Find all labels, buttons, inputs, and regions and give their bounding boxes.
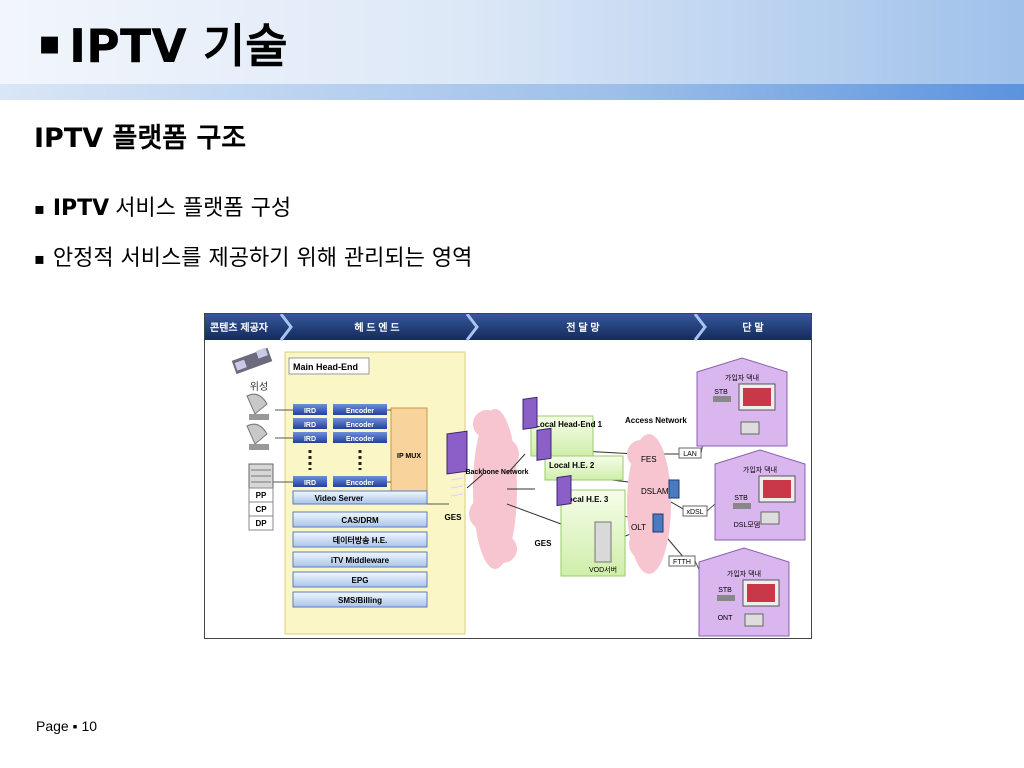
bullet-list: ▪ IPTV 서비스 플랫폼 구성 ▪ 안정적 서비스를 제공하기 위해 관리되…: [34, 184, 472, 284]
system-blocks: CAS/DRM 데이터방송 H.E. iTV Middleware EPG SM…: [292, 511, 428, 608]
access-node-olt: OLT: [631, 523, 646, 532]
bullet-marker: ▪: [34, 249, 45, 268]
title-text: IPTV 기술: [69, 19, 288, 73]
access-node-dslam: DSLAM: [641, 487, 669, 496]
access-node-fes: FES: [641, 455, 657, 464]
local-he2-label: Local H.E. 2: [549, 461, 595, 470]
encoder-4: Encoder: [346, 480, 374, 487]
backbone-label-text: Backbone Network: [465, 469, 528, 476]
video-server-label: Video Server: [315, 494, 364, 503]
local-head-end-2: Local H.E. 2: [536, 427, 624, 481]
ird-3: IRD: [304, 436, 316, 443]
local-he1-label: Local Head-End 1: [535, 420, 603, 429]
subscriber-home-3: 가입자 댁내 STB ONT: [698, 547, 790, 637]
iptv-platform-diagram: 콘텐츠 제공자 헤 드 엔 드 전 달 망 단 말 위성: [204, 313, 812, 639]
encoder-1: Encoder: [346, 408, 374, 415]
encoder-3: Encoder: [346, 436, 374, 443]
page-footer: Page ▪ 10: [36, 718, 98, 734]
satellite-label: 위성: [250, 380, 268, 393]
bullet-bold: IPTV: [52, 196, 110, 221]
system-data-broadcast: 데이터방송 H.E.: [333, 535, 388, 545]
subscriber-home-1: 가입자 댁내 STB: [696, 357, 788, 447]
bullet-item: ▪ IPTV 서비스 플랫폼 구성: [34, 184, 472, 234]
local-head-end-1: Local Head-End 1: [522, 396, 603, 457]
stage-label-transport: 전 달 망: [566, 321, 600, 334]
backbone-label: Backbone Network: [465, 469, 528, 476]
bullet-item: ▪ 안정적 서비스를 제공하기 위해 관리되는 영역: [34, 234, 472, 284]
access-network-label: Access Network: [625, 416, 687, 425]
local-head-end-3: Local H.E. 3 VOD서버: [556, 474, 626, 577]
local-he3-label: Local H.E. 3: [563, 495, 609, 504]
slide-title: ▪IPTV 기술: [38, 10, 288, 76]
bullet-text: 서비스 플랫폼 구성: [115, 196, 292, 221]
server-rack-icon: [248, 463, 274, 489]
provider-dp: DP: [255, 519, 267, 528]
home-stb: STB: [714, 389, 728, 396]
satellite-dish-icon: [246, 423, 269, 450]
ip-mux-label: IP MUX: [397, 453, 421, 460]
ges-label-local: GES: [535, 539, 553, 548]
subscriber-home-2: 가입자 댁내 STB DSL모뎀: [714, 449, 806, 541]
link-ftth: FTTH: [673, 559, 691, 566]
home-label: 가입자 댁내: [727, 569, 761, 578]
system-cas-drm: CAS/DRM: [341, 516, 379, 525]
bullet-text: 안정적 서비스를 제공하기 위해 관리되는 영역: [52, 246, 473, 271]
ird-encoder-rows: IRD Encoder IRD Encoder IRD Encoder IRD …: [273, 404, 387, 487]
system-epg: EPG: [352, 576, 369, 585]
backbone-cloud: [469, 409, 519, 569]
link-lan: LAN: [683, 451, 697, 458]
ges-label-main: GES: [445, 513, 463, 522]
access-links: LAN xDSL FTTH: [668, 433, 716, 583]
home-stb: STB: [734, 495, 748, 502]
system-sms-billing: SMS/Billing: [338, 596, 382, 605]
ges-switch-icon: [446, 430, 468, 497]
vod-server-label: VOD서버: [589, 565, 617, 574]
slide-header-band: [0, 0, 1024, 84]
satellite-dish-icon: [246, 393, 269, 420]
access-network: Access Network FES DSLAM OLT: [625, 416, 687, 574]
main-head-end: Main Head-End IRD Encoder IRD Encoder IR…: [273, 351, 466, 635]
stage-label-terminal: 단 말: [742, 321, 764, 334]
home-label: 가입자 댁내: [725, 373, 759, 382]
ird-2: IRD: [304, 422, 316, 429]
home-extra: ONT: [718, 615, 734, 622]
home-label: 가입자 댁내: [743, 465, 777, 474]
stage-label-headend: 헤 드 엔 드: [354, 321, 399, 334]
stage-bar: 콘텐츠 제공자 헤 드 엔 드 전 달 망 단 말: [205, 314, 811, 341]
encoder-2: Encoder: [346, 422, 374, 429]
slide-subtitle: IPTV 플랫폼 구조: [34, 123, 247, 154]
provider-pp: PP: [256, 491, 267, 500]
link-xdsl: xDSL: [686, 509, 703, 516]
ird-4: IRD: [304, 480, 316, 487]
home-stb: STB: [718, 587, 732, 594]
main-head-end-label: Main Head-End: [293, 362, 358, 372]
stage-label-provider: 콘텐츠 제공자: [210, 321, 269, 334]
access-network-text: Access Network: [625, 416, 687, 425]
provider-cp: CP: [255, 505, 267, 514]
system-itv-middleware: iTV Middleware: [331, 556, 390, 565]
header-accent-bar: [0, 84, 1024, 100]
home-extra: DSL모뎀: [734, 520, 761, 529]
ird-1: IRD: [304, 408, 316, 415]
bullet-marker: ▪: [34, 199, 45, 218]
title-bullet: ▪: [38, 23, 62, 63]
content-provider-column: 위성 PP CP DP: [231, 347, 274, 531]
